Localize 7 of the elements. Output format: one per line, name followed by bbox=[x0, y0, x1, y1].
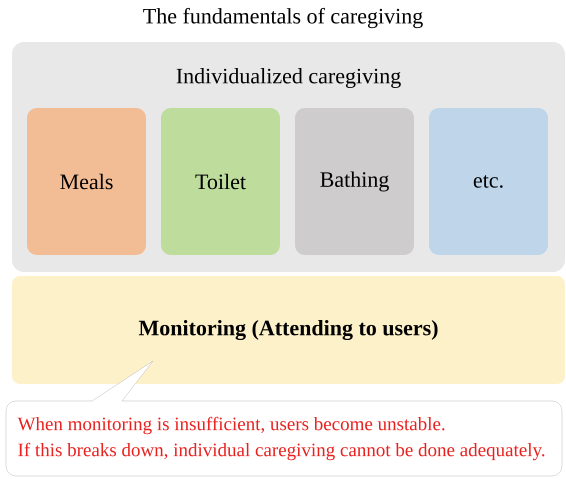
care-card: etc. bbox=[429, 108, 548, 255]
care-card: Bathing bbox=[295, 108, 414, 255]
speech-bubble: When monitoring is insufficient, users become unstable. If this breaks down, individual caregiving cannot be done adequately. bbox=[6, 360, 562, 476]
care-card: Toilet bbox=[161, 108, 280, 255]
monitoring-band: Monitoring (Attending to users) bbox=[12, 276, 565, 384]
title: The fundamentals of caregiving bbox=[143, 8, 423, 28]
care-card: Meals bbox=[27, 108, 146, 255]
